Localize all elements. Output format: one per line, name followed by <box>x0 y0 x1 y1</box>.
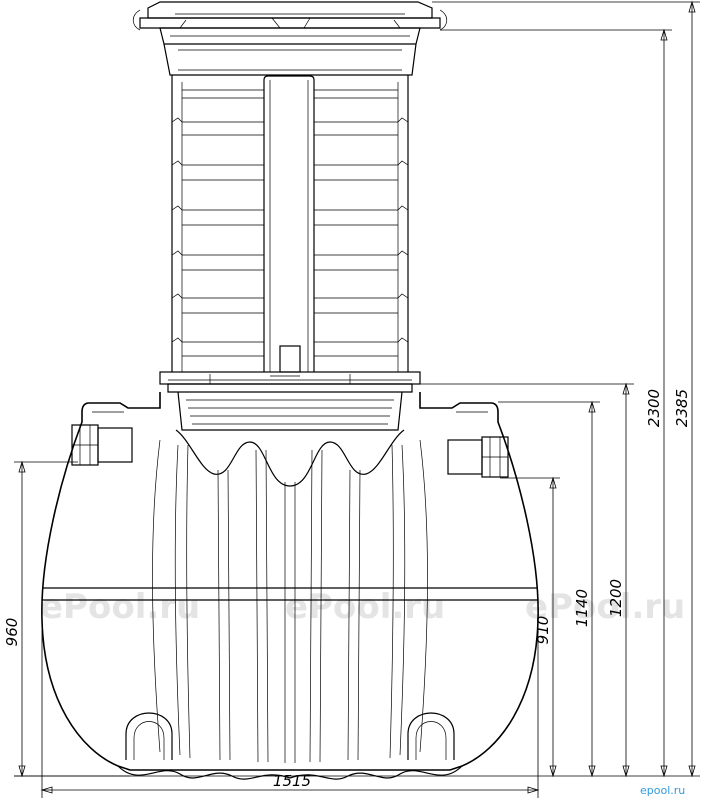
tank-body <box>41 392 539 780</box>
dim-label-2300: 2300 <box>645 389 663 427</box>
dim-label-1200: 1200 <box>607 579 625 617</box>
dim-label-1140: 1140 <box>573 589 591 627</box>
neck <box>171 75 409 373</box>
watermarks: ePool.ru ePool.ru ePool.ru <box>40 587 685 627</box>
epool-logo: epool.ru <box>640 784 685 797</box>
tank-ribs <box>152 439 428 763</box>
watermark-2: ePool.ru <box>285 587 445 627</box>
watermark-3: ePool.ru <box>525 587 685 627</box>
dimension-labels: 1515 960 910 1140 1200 2300 2385 <box>3 389 691 790</box>
dim-label-2385: 2385 <box>673 389 691 427</box>
collar <box>159 371 421 431</box>
outlet-pipe-right <box>447 436 509 478</box>
dimension-lines <box>14 0 700 798</box>
neck-ribs <box>171 89 409 357</box>
lid <box>132 1 448 76</box>
dim-label-910: 910 <box>534 616 552 645</box>
dim-label-width-1515: 1515 <box>273 772 311 790</box>
inlet-pipe-left <box>71 424 133 466</box>
watermark-1: ePool.ru <box>40 587 200 627</box>
dim-label-960: 960 <box>3 618 21 647</box>
